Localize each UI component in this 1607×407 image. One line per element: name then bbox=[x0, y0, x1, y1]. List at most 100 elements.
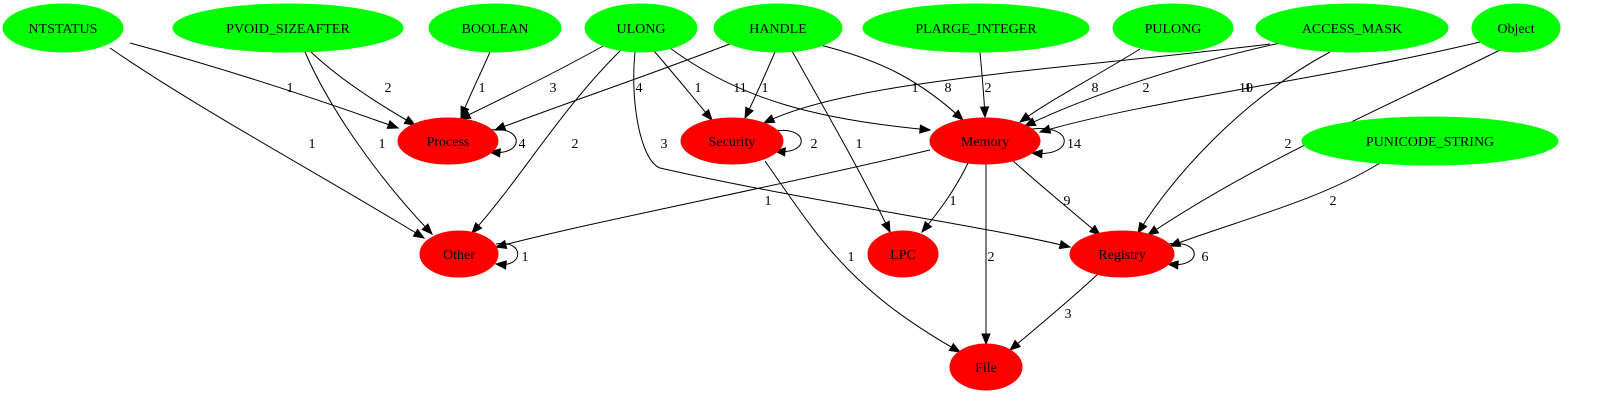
node-label: PULONG bbox=[1145, 22, 1202, 37]
node-label: Registry bbox=[1098, 248, 1145, 263]
node-shape bbox=[1069, 230, 1175, 278]
node-pvoid-sizeafter[interactable]: PVOID_SIZEAFTER bbox=[172, 3, 404, 53]
edge-line bbox=[633, 51, 1071, 248]
edge-label: 11 bbox=[733, 81, 746, 96]
edge-label: 1 bbox=[309, 137, 316, 152]
node-label: Memory bbox=[961, 135, 1009, 150]
node-lpc[interactable]: LPC bbox=[867, 230, 939, 278]
arrowhead bbox=[979, 106, 990, 119]
edge-handle-to-process: 4 bbox=[493, 39, 741, 131]
arrowhead bbox=[1166, 260, 1179, 270]
edge-memory-to-registry: 9 bbox=[1011, 159, 1102, 236]
node-ulong[interactable]: ULONG bbox=[584, 3, 698, 53]
arrowhead bbox=[493, 121, 507, 131]
arrowhead bbox=[952, 109, 964, 121]
edge-line bbox=[1009, 273, 1099, 351]
node-label: PVOID_SIZEAFTER bbox=[226, 22, 350, 37]
edge-label: 2 bbox=[572, 137, 579, 152]
arrowhead bbox=[701, 108, 713, 122]
edge-handle-to-lpc: 1 bbox=[791, 50, 891, 234]
edge-label: 1 bbox=[856, 137, 863, 152]
arrowhead bbox=[919, 124, 932, 134]
arrowhead bbox=[762, 114, 776, 124]
arrowhead bbox=[403, 115, 417, 126]
arrowhead bbox=[1168, 237, 1182, 247]
edge-pvoid_sizeafter-to-process: 2 bbox=[309, 50, 417, 126]
edge-access_mask-to-memory: 2 bbox=[1023, 42, 1281, 127]
node-shape bbox=[1255, 3, 1449, 53]
arrowhead bbox=[1088, 224, 1102, 236]
edge-access_mask-to-registry: 10 bbox=[1137, 51, 1331, 235]
edge-registry-to-registry: 6 bbox=[1166, 242, 1209, 270]
node-label: PUNICODE_STRING bbox=[1366, 135, 1494, 150]
node-ntstatus[interactable]: NTSTATUS bbox=[2, 3, 124, 53]
edge-line bbox=[129, 42, 399, 129]
edge-handle-to-memory: 8 bbox=[819, 44, 964, 121]
node-registry[interactable]: Registry bbox=[1069, 230, 1175, 278]
node-label: Process bbox=[427, 135, 470, 150]
edge-other-to-other: 1 bbox=[494, 242, 529, 270]
edge-label: 8 bbox=[1092, 81, 1099, 96]
edge-pvoid_sizeafter-to-other: 1 bbox=[304, 51, 433, 235]
edge-line bbox=[459, 44, 606, 120]
edge-security-to-file: 1 bbox=[764, 160, 962, 353]
edge-ntstatus-to-other: 1 bbox=[109, 47, 426, 239]
node-pulong[interactable]: PULONG bbox=[1112, 3, 1234, 53]
edge-line bbox=[791, 50, 891, 233]
edge-line bbox=[1169, 162, 1381, 247]
node-label: ACCESS_MASK bbox=[1302, 22, 1402, 37]
edge-label: 6 bbox=[1202, 250, 1209, 265]
arrowhead bbox=[1023, 117, 1037, 127]
edge-label: 1 bbox=[950, 194, 957, 209]
edge-label: 1 bbox=[1245, 81, 1252, 96]
node-access-mask[interactable]: ACCESS_MASK bbox=[1255, 3, 1449, 53]
edge-memory-to-other: 1 bbox=[494, 149, 931, 249]
node-memory[interactable]: Memory bbox=[929, 117, 1041, 165]
edge-handle-to-security: 1 bbox=[744, 51, 776, 120]
edge-label: 4 bbox=[519, 137, 526, 152]
node-punicode-string[interactable]: PUNICODE_STRING bbox=[1301, 116, 1559, 166]
arrowhead bbox=[421, 223, 433, 235]
arrowhead bbox=[458, 110, 472, 120]
node-label: Object bbox=[1497, 22, 1534, 37]
edge-label: 3 bbox=[550, 81, 557, 96]
edge-label: 1 bbox=[848, 250, 855, 265]
edge-label: 2 bbox=[1143, 81, 1150, 96]
arrowhead bbox=[921, 220, 933, 234]
edge-label: 8 bbox=[945, 81, 952, 96]
edge-line bbox=[744, 51, 776, 119]
node-label: PLARGE_INTEGER bbox=[915, 22, 1037, 37]
arrowhead bbox=[1018, 112, 1032, 123]
node-label: Other bbox=[443, 248, 475, 263]
arrowhead bbox=[1008, 339, 1022, 351]
node-handle[interactable]: HANDLE bbox=[713, 3, 843, 53]
arrowhead bbox=[1137, 221, 1148, 235]
edge-ntstatus-to-process: 1 bbox=[129, 42, 400, 129]
edge-boolean-to-process: 1 bbox=[460, 51, 491, 119]
node-shape bbox=[949, 343, 1023, 391]
edge-label: 3 bbox=[1065, 307, 1072, 322]
arrowhead bbox=[412, 228, 426, 239]
edge-plarge_integer-to-memory: 2 bbox=[979, 51, 992, 119]
node-boolean[interactable]: BOOLEAN bbox=[428, 3, 562, 53]
edge-line bbox=[471, 49, 622, 234]
node-label: ULONG bbox=[617, 22, 666, 37]
edge-label: 1 bbox=[765, 194, 772, 209]
node-object[interactable]: Object bbox=[1471, 3, 1561, 53]
node-other[interactable]: Other bbox=[419, 230, 499, 278]
edge-label: 2 bbox=[988, 250, 995, 265]
node-label: LPC bbox=[890, 248, 916, 263]
node-shape bbox=[867, 230, 939, 278]
node-shape bbox=[713, 3, 843, 53]
edge-line bbox=[1031, 128, 1065, 154]
node-process[interactable]: Process bbox=[397, 117, 499, 165]
edge-line bbox=[304, 51, 433, 235]
arrowhead bbox=[948, 342, 962, 353]
node-shape bbox=[419, 230, 499, 278]
node-plarge-integer[interactable]: PLARGE_INTEGER bbox=[862, 3, 1090, 53]
node-security[interactable]: Security bbox=[680, 117, 784, 165]
edge-label: 9 bbox=[1064, 194, 1071, 209]
node-file[interactable]: File bbox=[949, 343, 1023, 391]
